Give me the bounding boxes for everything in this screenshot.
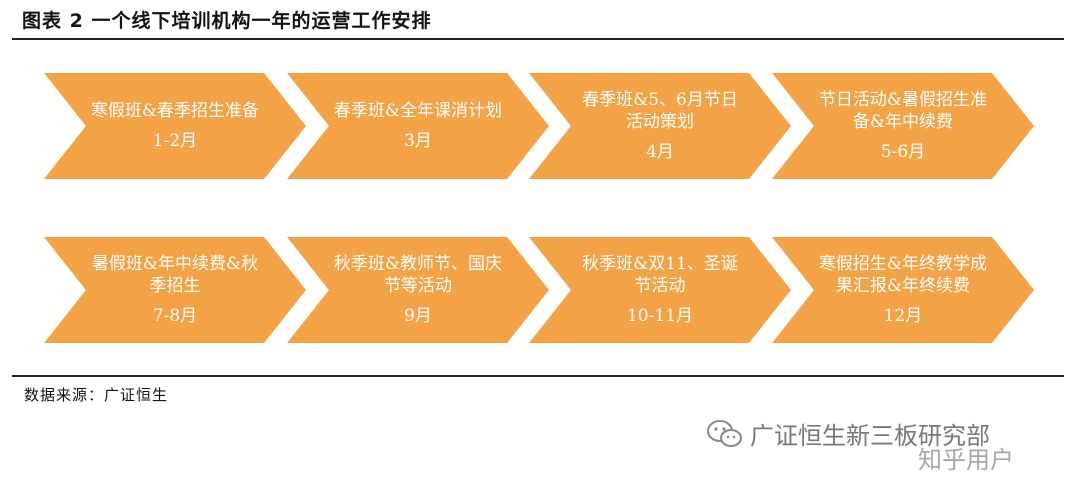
step-label: 节日活动&暑假招生准备&年中续费	[818, 90, 988, 132]
figure-title: 图表 2 一个线下培训机构一年的运营工作安排	[22, 10, 432, 32]
data-source: 数据来源：广证恒生	[24, 386, 169, 404]
step-period: 1-2月	[152, 131, 198, 151]
step-period: 7-8月	[152, 306, 198, 326]
watermark-overlay: 知乎用户	[918, 446, 1014, 474]
process-row-1: 寒假班&春季招生准备 1-2月 春季班&全年课消计划 3月 春季班&5、6月节日…	[0, 73, 1080, 179]
process-row-2: 暑假班&年中续费&秋季招生 7-8月 秋季班&教师节、国庆节等活动 9月 秋季班…	[0, 237, 1080, 343]
watermark-text: 广证恒生新三板研究部	[750, 422, 990, 450]
step-label: 春季班&全年课消计划	[333, 101, 503, 121]
wechat-icon	[707, 419, 742, 447]
watermark: 广证恒生新三板研究部	[706, 416, 990, 451]
step-period: 10-11月	[626, 306, 693, 326]
step-period: 9月	[404, 306, 432, 326]
step-label: 寒假班&春季招生准备	[90, 101, 260, 121]
process-step: 春季班&全年课消计划 3月	[287, 73, 549, 179]
bottom-divider	[12, 375, 1064, 377]
process-step: 寒假招生&年终教学成果汇报&年终续费 12月	[772, 237, 1034, 343]
step-label: 春季班&5、6月节日活动策划	[582, 90, 738, 132]
step-label: 秋季班&教师节、国庆节等活动	[333, 254, 503, 296]
step-period: 4月	[646, 142, 674, 162]
process-step: 秋季班&教师节、国庆节等活动 9月	[287, 237, 549, 343]
step-label: 暑假班&年中续费&秋季招生	[91, 254, 259, 296]
process-step: 春季班&5、6月节日活动策划 4月	[529, 73, 791, 179]
process-step: 寒假班&春季招生准备 1-2月	[44, 73, 306, 179]
step-label: 寒假招生&年终教学成果汇报&年终续费	[818, 254, 988, 296]
top-divider	[12, 38, 1064, 40]
step-period: 3月	[404, 131, 432, 151]
process-step: 节日活动&暑假招生准备&年中续费 5-6月	[772, 73, 1034, 179]
step-period: 5-6月	[880, 142, 926, 162]
step-period: 12月	[883, 306, 923, 326]
step-label: 秋季班&双11、圣诞节活动	[582, 254, 738, 296]
process-step: 暑假班&年中续费&秋季招生 7-8月	[44, 237, 306, 343]
process-step: 秋季班&双11、圣诞节活动 10-11月	[529, 237, 791, 343]
